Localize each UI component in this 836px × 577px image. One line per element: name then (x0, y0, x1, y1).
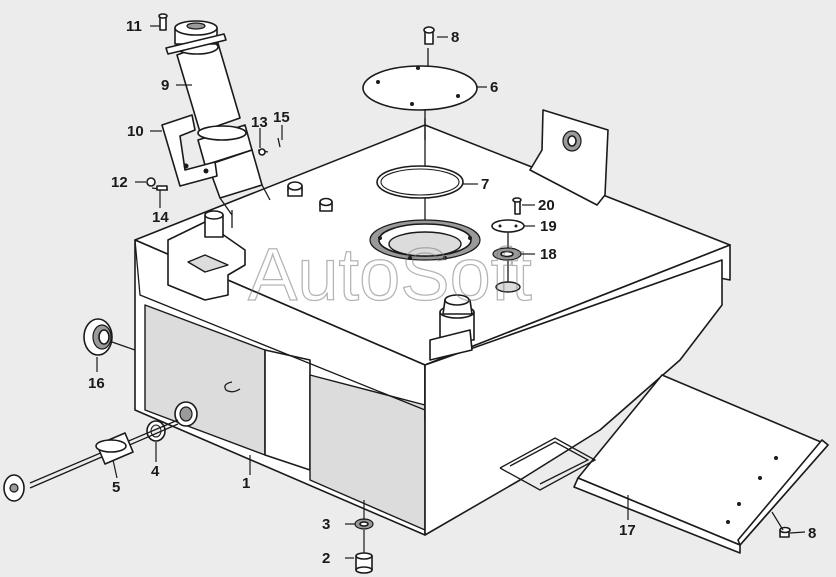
callout-13: 13 (251, 114, 268, 131)
callout-17: 17 (619, 522, 636, 539)
sender-parts (491, 197, 525, 293)
filler-hose-clamp (197, 124, 271, 216)
callout-1: 1 (242, 475, 250, 492)
tank-handle (499, 437, 597, 491)
bolt-8-bottom (779, 526, 791, 538)
drain-plug-2 (355, 552, 373, 574)
callout-3: 3 (322, 516, 330, 533)
callout-16: 16 (88, 375, 105, 392)
bracket-10 (161, 114, 218, 187)
callout-8-bottom: 8 (808, 525, 816, 542)
callout-20: 20 (538, 197, 555, 214)
pump-mounting-ring (369, 219, 481, 261)
fuel-tank (134, 118, 731, 536)
callout-11: 11 (126, 18, 142, 35)
callout-9: 9 (161, 77, 169, 94)
callout-10: 10 (127, 123, 144, 140)
drain-rod-5 (3, 419, 179, 502)
grommet-16 (83, 318, 113, 356)
rear-mounting-bracket (529, 109, 609, 206)
callout-5: 5 (112, 479, 120, 496)
watermark: AutoSoft (248, 233, 532, 316)
plate-19 (491, 219, 525, 233)
cover-plate-6 (362, 65, 478, 111)
drain-washer-3 (354, 518, 374, 530)
callout-6: 6 (490, 79, 498, 96)
callout-labels: 1 2 3 4 5 6 7 8 8 9 10 11 12 13 14 15 16… (88, 18, 816, 567)
gasket-ring-7 (376, 165, 464, 199)
bolt-8-top (423, 26, 435, 45)
small-fasteners (146, 13, 281, 191)
front-left-bracket (167, 210, 246, 301)
filler-pipe-9 (165, 20, 241, 133)
side-grommet (174, 401, 198, 427)
shield-plate-17 (573, 374, 829, 554)
callout-7: 7 (481, 176, 489, 193)
callout-19: 19 (540, 218, 557, 235)
callout-8-top: 8 (451, 29, 459, 46)
callout-15: 15 (273, 109, 290, 126)
callout-18: 18 (540, 246, 557, 263)
leader-lines (96, 25, 806, 559)
tank-filler-boss (429, 294, 475, 361)
callout-14: 14 (152, 209, 169, 226)
callout-2: 2 (322, 550, 330, 567)
tank-mark (224, 381, 241, 393)
callout-12: 12 (111, 174, 128, 191)
callout-4: 4 (151, 463, 160, 480)
